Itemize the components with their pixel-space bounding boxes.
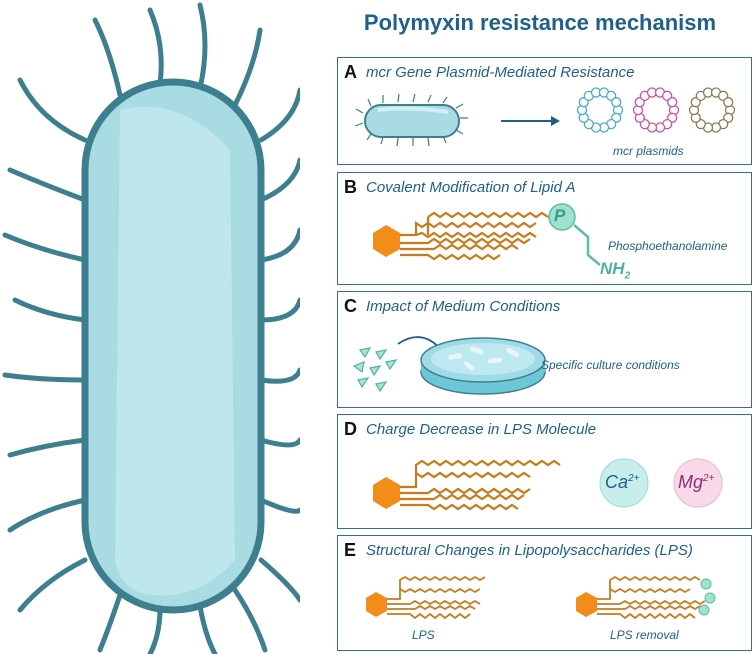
calcium-symbol: Ca: [605, 472, 629, 492]
phosphate-circle: [548, 203, 576, 231]
flagellum: [12, 297, 88, 323]
magnesium-charge: 2+: [703, 473, 715, 484]
lps-head-hexagon: [366, 592, 387, 617]
calcium-ion: [599, 458, 649, 508]
pea-linker: [573, 224, 601, 266]
lps-label: LPS: [412, 628, 435, 642]
phosphate-label: P: [554, 206, 566, 225]
petri-dish: [420, 337, 546, 395]
nh2-subscript: 2: [624, 270, 631, 282]
flagellum: [7, 167, 88, 203]
calcium-label: Ca2+: [605, 472, 639, 493]
magnesium-ion: [673, 458, 723, 508]
panel-b-title: Covalent Modification of Lipid A: [366, 179, 576, 196]
panel-c-graphic: [352, 336, 546, 395]
figure-title: Polymyxin resistance mechanism: [363, 10, 717, 35]
panel-e: E Structural Changes in Lipopolysacchari…: [337, 535, 752, 651]
panel-a-title: mcr Gene Plasmid-Mediated Resistance: [366, 64, 635, 81]
small-phosphate-1: [700, 578, 712, 590]
flagellum: [17, 77, 88, 143]
panel-c: C Impact of Medium Conditions: [337, 291, 752, 408]
lps-removal-chains: [597, 575, 706, 620]
panel-d-title: Charge Decrease in LPS Molecule: [366, 421, 597, 438]
panel-a-graphic: [354, 87, 736, 147]
flagellum: [197, 603, 218, 654]
panel-b-graphic: [373, 203, 601, 266]
panel-b-letter: B: [344, 177, 357, 197]
small-bacterium: [354, 93, 468, 147]
plasmid-ring: [688, 87, 736, 133]
flagellum: [232, 27, 263, 108]
plasmid-ring: [632, 87, 680, 133]
flagellum: [258, 367, 300, 384]
lps-chains: [387, 575, 486, 620]
panel-d: D Charge Decrease in LPS Molecule Ca2+ M…: [337, 414, 752, 529]
magnesium-label: Mg2+: [678, 472, 714, 493]
mcr-plasmids-label: mcr plasmids: [613, 144, 684, 158]
magnesium-symbol: Mg: [678, 472, 704, 492]
flagellum: [258, 157, 300, 203]
flagellum: [2, 232, 88, 263]
panel-c-letter: C: [344, 296, 357, 316]
lipid-chains: [400, 459, 561, 511]
flagellum: [2, 372, 88, 383]
lps-removal-head-hexagon: [576, 592, 597, 617]
small-phosphate-2: [704, 592, 716, 604]
flagellum: [197, 2, 208, 91]
panel-b: B Covalent Modification of Lipid A P Pho…: [337, 172, 752, 285]
bacterium-highlight: [115, 106, 235, 596]
panel-e-letter: E: [344, 540, 357, 560]
powder-particles: [352, 347, 398, 393]
panel-d-letter: D: [344, 419, 357, 439]
nh2-text: NH: [600, 259, 625, 278]
culture-conditions-label: Specific culture conditions: [541, 358, 680, 372]
lipid-head-hexagon: [373, 225, 400, 257]
flagellum: [7, 437, 88, 458]
flagellum: [258, 227, 300, 263]
phosphoethanolamine-label: Phosphoethanolamine: [608, 239, 728, 253]
flagellum: [92, 17, 123, 98]
lps-removal-label: LPS removal: [610, 628, 679, 642]
bacterium-illustration: [2, 2, 300, 654]
flagellum: [147, 605, 163, 654]
calcium-charge: 2+: [628, 473, 640, 484]
flagellum: [258, 497, 300, 514]
nh2-label: NH2: [600, 259, 630, 281]
panel-d-graphic: [373, 458, 723, 511]
panel-a: A mcr Gene Plasmid-Mediated Resistance m…: [337, 57, 752, 165]
flagellum: [147, 7, 164, 87]
flagellum: [258, 557, 300, 603]
flagellum: [7, 497, 88, 533]
lipid-chains: [400, 211, 549, 261]
flagellum: [258, 297, 300, 323]
flagellum: [97, 592, 123, 653]
flagellum: [258, 87, 300, 143]
panel-e-title: Structural Changes in Lipopolysaccharide…: [366, 542, 693, 559]
flagellum: [258, 437, 300, 448]
panel-a-letter: A: [344, 62, 357, 82]
flagellum: [17, 557, 88, 613]
plasmid-ring: [576, 87, 624, 133]
panel-e-graphic: [366, 575, 716, 620]
lipid-head-hexagon: [373, 477, 400, 509]
flagellum: [232, 587, 268, 653]
panel-c-title: Impact of Medium Conditions: [366, 298, 561, 315]
small-phosphate-3: [698, 604, 710, 616]
